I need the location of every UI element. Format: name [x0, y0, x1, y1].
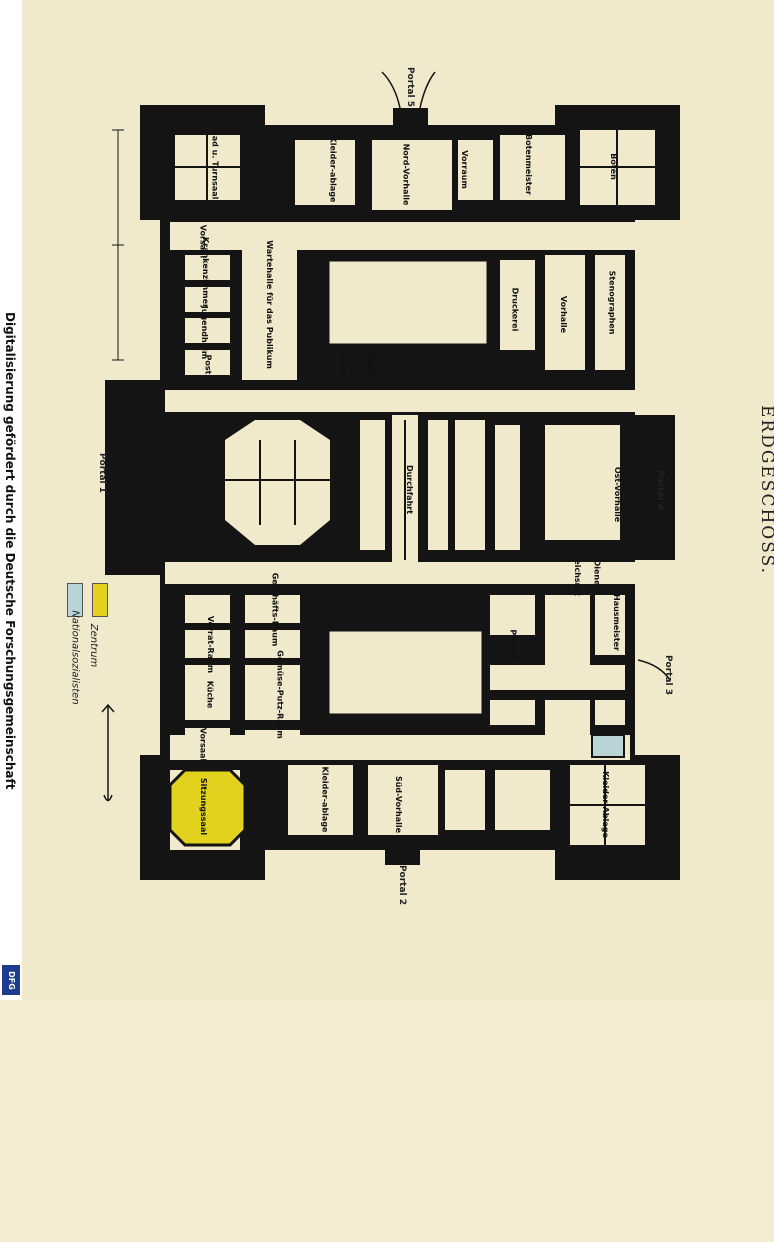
portal-2-label: Portal 2 — [397, 864, 408, 906]
north-arrow-icon — [101, 703, 115, 802]
south-portal — [385, 840, 420, 865]
legend-label-nationalsozialisten: Nationalsozialisten — [69, 610, 81, 705]
room-label-kleiderablage-bot: Kleider-ablage — [320, 766, 330, 833]
room-label-boten: Boten — [608, 153, 618, 180]
legend-label-zentrum: Zentrum — [88, 623, 100, 668]
sitzungssaal-highlight — [168, 768, 247, 847]
room-label-hausmeister: Hausmeister — [612, 593, 622, 652]
room-label-kleiderablage-17: Kleider-Ablage — [600, 771, 610, 838]
room-label-abort-b: Abort — [366, 351, 376, 378]
room-label-stenographen: Stenographen — [607, 270, 617, 335]
room-label-kleiderablage-top: Kleider-ablage — [328, 136, 338, 203]
room-16-highlight — [591, 734, 625, 758]
scale-bar — [112, 129, 124, 361]
dfg-logo: DFG — [2, 965, 20, 995]
legend-swatch-zentrum — [92, 583, 108, 617]
room-label-vorrat: Vorrat-Raum — [206, 615, 216, 674]
portal-4-label: Portal 4 — [655, 469, 666, 511]
room-label-presse: Presse — [508, 629, 518, 660]
room-label-botenmeister: Botenmeister — [524, 134, 533, 195]
portal-1-label: Portal 1 — [97, 452, 108, 494]
wall-divisions — [175, 130, 655, 845]
portal-3-label: Portal 3 — [663, 654, 674, 696]
room-label-nord-vorhalle: Nord-Vorhalle — [401, 143, 411, 206]
room-label-jugend: Jugendheim — [200, 305, 210, 360]
room-label-bad: Bad u. Turnsaal — [210, 129, 220, 200]
portal-5-label: Portal 5 — [405, 66, 416, 108]
room-label-reichsrat: Reichsrat — [572, 553, 582, 596]
room-label-vorsaal-24: Vorsaal — [198, 727, 208, 762]
room-label-geschaeftsraum: Geschäfts-Raum — [270, 572, 280, 647]
room-label-vorhalle-36: Vorhalle — [559, 295, 569, 334]
portal-paths — [381, 71, 671, 681]
room-label-sitzungssaal: Sitzungssaal — [199, 777, 209, 836]
room-label-sued-vorhalle: Süd-Vorhalle — [394, 775, 404, 834]
room-label-diener: Diener — [592, 559, 602, 590]
room-label-kueche: Küche — [205, 680, 215, 709]
room-label-krankenzimmer: Krankenzimmer — [200, 237, 210, 308]
room-label-druckerei: Druckerei — [510, 287, 520, 332]
legend-swatch-nationalsozialisten — [67, 583, 83, 617]
plan-title: ERDGESCHOSS. — [757, 404, 774, 576]
room-label-ost-vorhalle: Ost-Vorhalle — [613, 466, 623, 523]
room-label-vorraum: Vorraum — [459, 150, 469, 189]
room-label-wartehalle: Wartehalle für das Publikum — [264, 240, 274, 369]
room-label-abort-a: Abort — [338, 351, 348, 378]
north-portal — [393, 108, 428, 133]
room-label-durchfahrt: Durchfahrt — [405, 464, 415, 515]
west-portico — [105, 380, 175, 575]
floor-plan — [101, 71, 680, 880]
room-label-post: Post — [203, 354, 213, 375]
east-portico — [630, 415, 675, 560]
room-label-gemuese: Gemüse-Putz-Raum — [275, 650, 285, 739]
